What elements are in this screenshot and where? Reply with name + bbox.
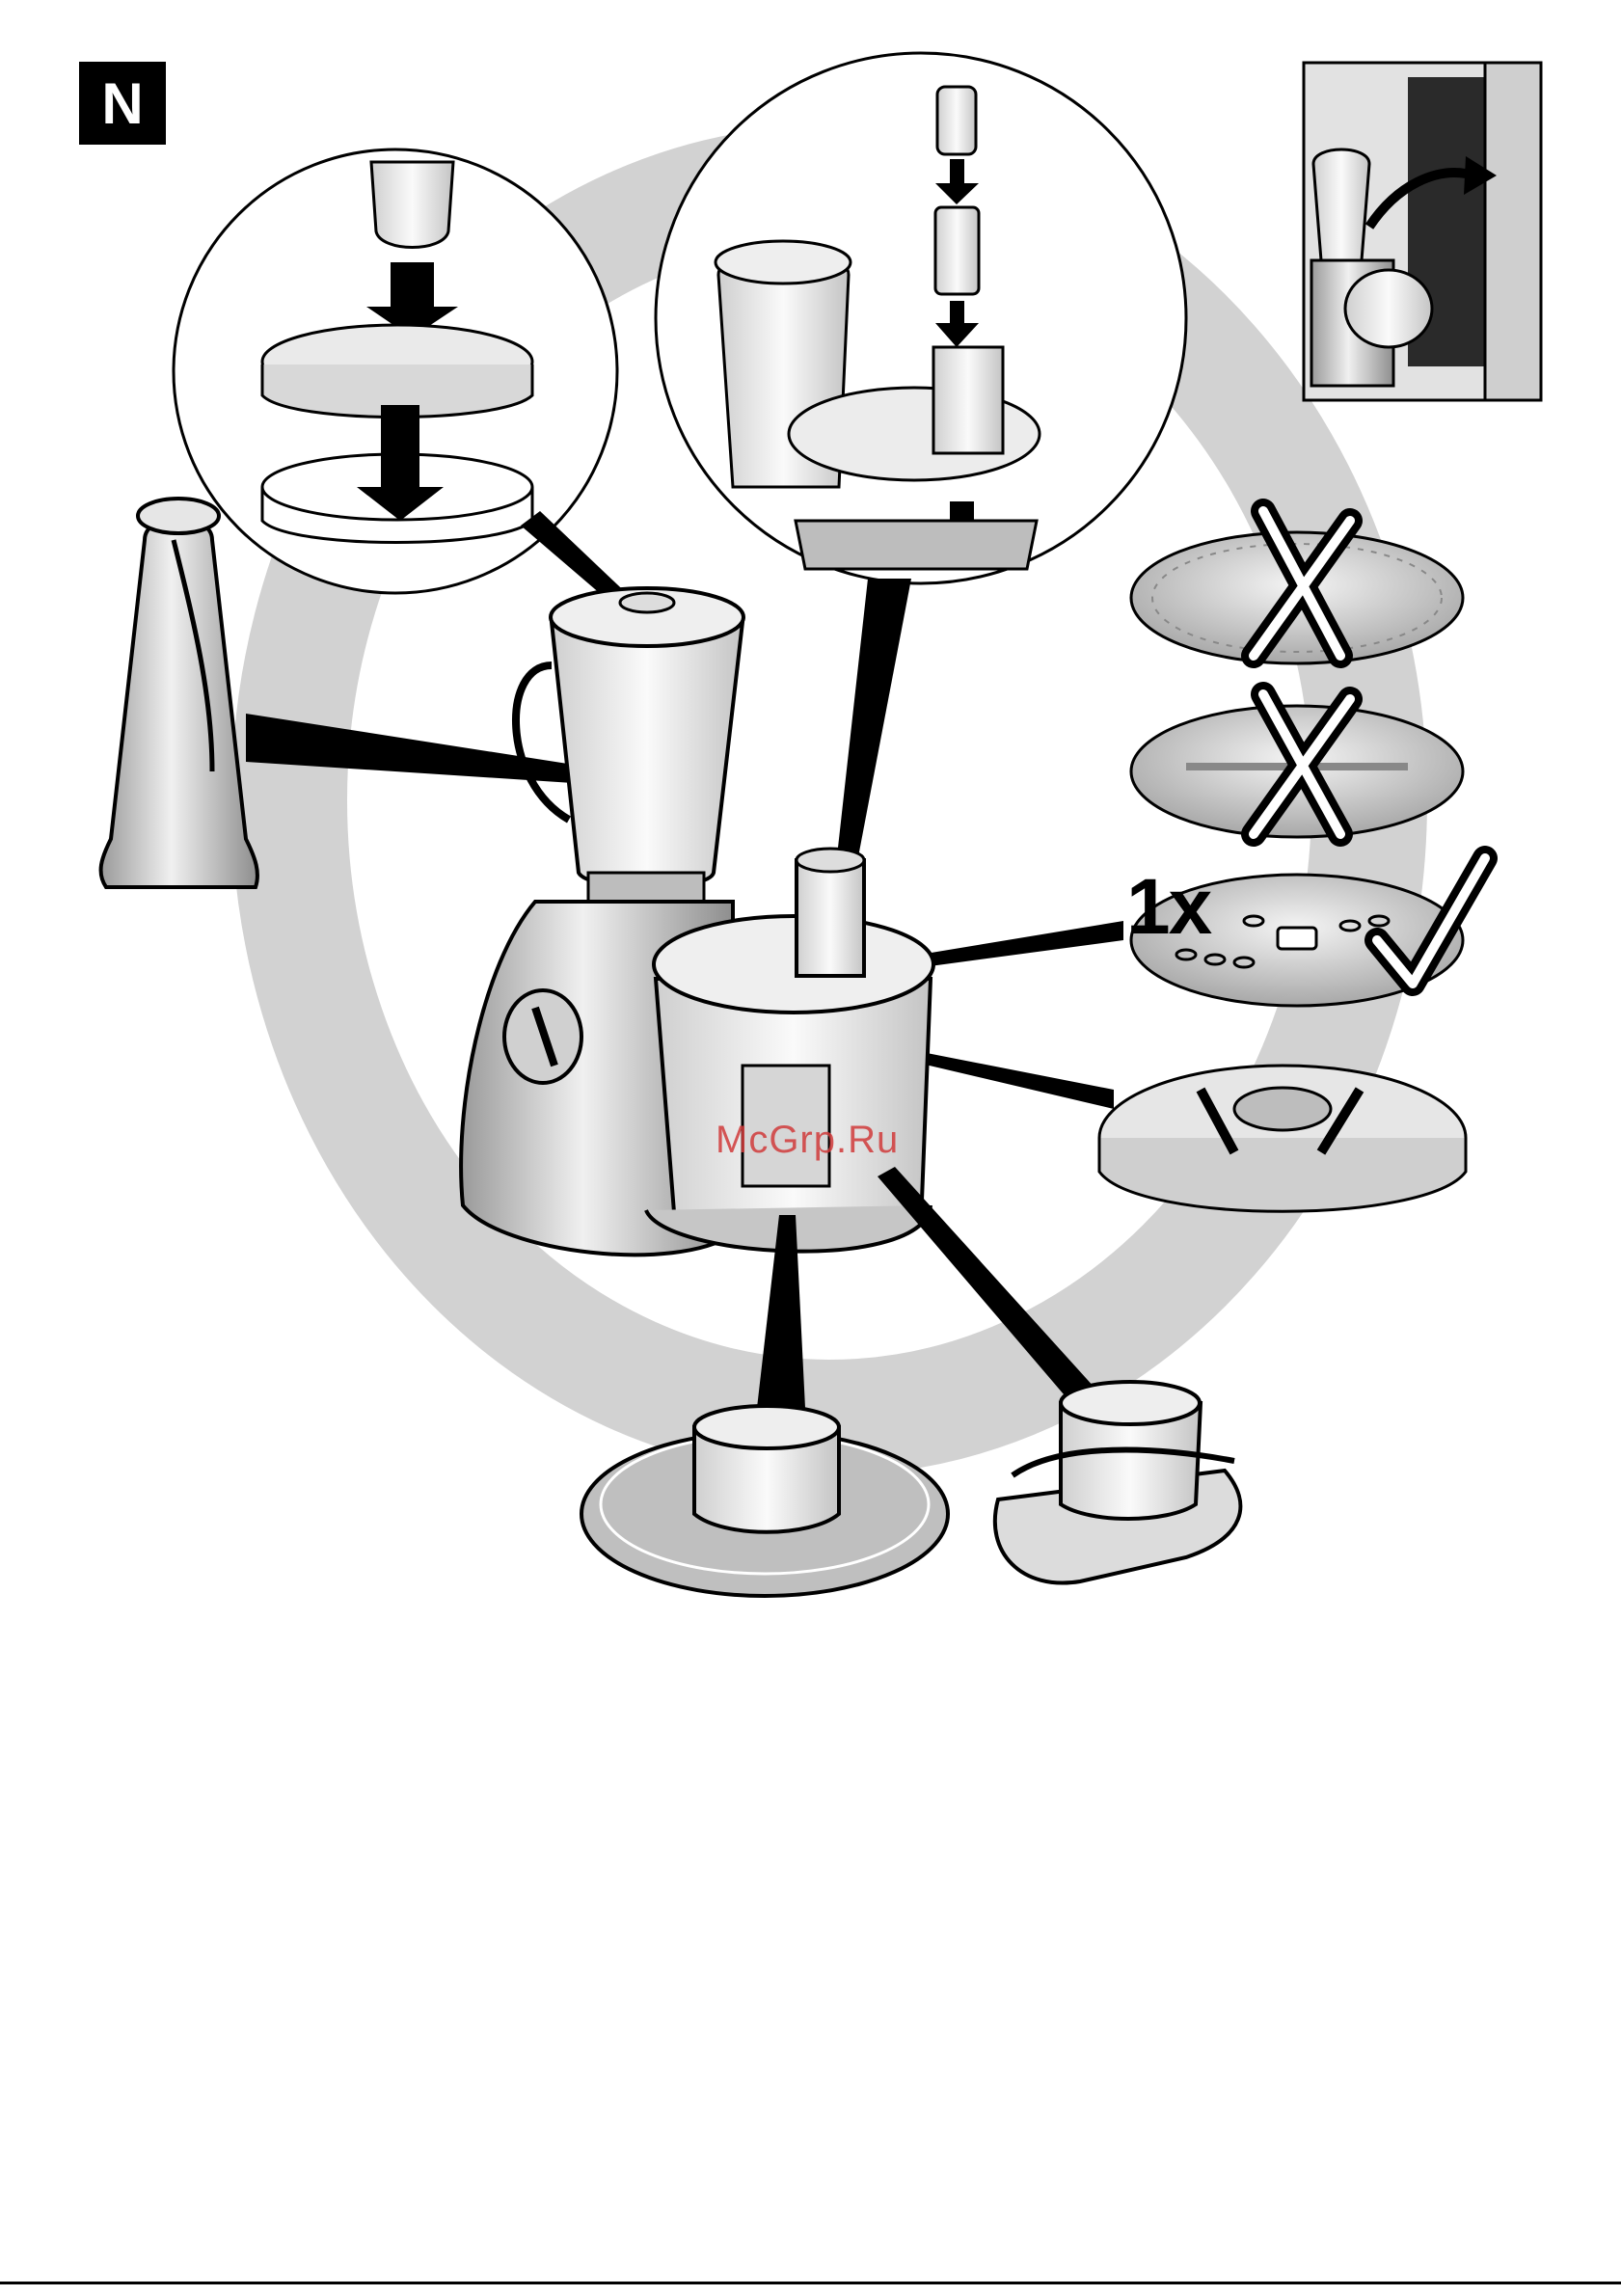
watermark: McGrp.Ru [716,1119,899,1162]
drive-ring [1099,1066,1466,1211]
page-bottom-rule [0,2282,1621,2284]
storage-cabinet [1304,63,1541,400]
pointer-feed-tube [834,579,911,882]
blender-spatula [101,499,257,887]
zoom-processor-feed [656,53,1186,583]
attachment-count-label: 1x [1126,862,1210,953]
